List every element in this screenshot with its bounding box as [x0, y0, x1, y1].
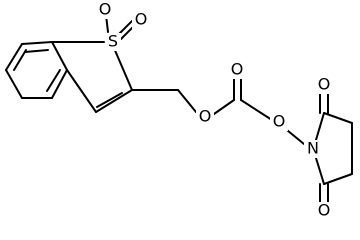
imide-oxygen-bottom-label: O	[318, 201, 331, 220]
carbonyl-oxygen-atom: O	[228, 60, 246, 79]
imide-oxygen-top-label: O	[318, 75, 331, 94]
bond	[323, 112, 353, 124]
bond	[96, 92, 123, 108]
label-background	[315, 202, 333, 220]
label-background	[196, 108, 214, 126]
label-background	[270, 113, 288, 131]
bond	[177, 89, 197, 113]
label-background	[315, 76, 333, 94]
bond	[323, 173, 353, 185]
sulfone-oxygen-left-atom: O	[96, 0, 114, 19]
n-oxygen-atom: O	[270, 112, 288, 131]
imide-oxygen-top-atom: O	[315, 75, 333, 94]
bond	[117, 20, 133, 36]
sulfur-atom: S	[105, 32, 121, 51]
label-background	[304, 140, 322, 158]
bond	[51, 41, 68, 71]
bond	[13, 49, 27, 71]
bond	[5, 69, 23, 99]
benzene-ring	[5, 41, 68, 99]
bond	[66, 69, 97, 113]
nitrogen-label: N	[307, 139, 319, 158]
bond	[315, 157, 325, 185]
bond	[46, 69, 61, 92]
bond	[113, 47, 133, 91]
succinimide-ring	[315, 90, 353, 205]
label-background	[228, 61, 246, 79]
imide-oxygen-bottom-atom: O	[315, 201, 333, 220]
label-background	[105, 33, 121, 51]
bond	[51, 69, 68, 99]
n-oxygen-label: O	[273, 112, 286, 131]
bond	[240, 99, 273, 121]
ester-oxygen-atom: O	[196, 107, 214, 126]
carbonyl-oxygen-label: O	[231, 60, 244, 79]
label-background	[132, 11, 150, 29]
sulfone-oxygen-right-atom: O	[132, 10, 150, 29]
sulfur-label: S	[108, 32, 118, 51]
sulfone-oxygen-left-label: O	[99, 0, 112, 19]
sulfone-oxygen-right-label: O	[135, 10, 148, 29]
bond	[5, 43, 23, 71]
bond	[213, 99, 235, 115]
bond	[315, 112, 325, 141]
structure-canvas: S O O O O O N O O	[5, 0, 353, 220]
label-background	[96, 1, 114, 19]
chemical-structure: S O O O O O N O O	[5, 0, 353, 220]
bond	[95, 89, 133, 113]
bond	[21, 41, 53, 45]
nitrogen-atom: N	[304, 139, 322, 158]
bond	[24, 49, 49, 53]
thiophene-ring	[51, 41, 133, 113]
ester-oxygen-label: O	[199, 107, 212, 126]
